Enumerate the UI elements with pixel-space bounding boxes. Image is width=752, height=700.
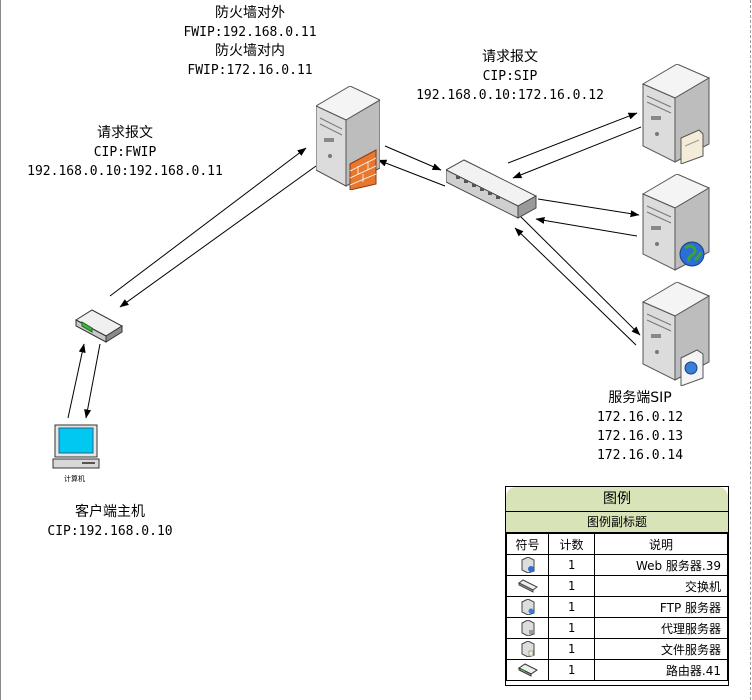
arrow-firewall-to-switch <box>384 145 442 171</box>
router-icon <box>75 309 123 343</box>
computer-icon <box>52 424 100 469</box>
legend-row: 1 交换机 <box>506 575 728 597</box>
firewall-inner-title: 防火墙对内 <box>215 43 285 59</box>
request-right-label: 请求报文 CIP:SIP 192.168.0.10:172.16.0.12 <box>405 48 615 105</box>
ftp-server-icon <box>521 599 534 615</box>
legend-row: 1 文件服务器 <box>506 638 728 660</box>
arrow-client-to-router <box>67 343 86 419</box>
arrow-switch-to-server1 <box>507 112 638 164</box>
legend-count: 1 <box>548 638 595 660</box>
legend-table: 符号 计数 说明 1 Web 服务器.39 1 交换机 1 FTP 服务器 1 … <box>506 533 728 681</box>
arrow-server1-to-switch <box>512 126 642 179</box>
firewall-inner-ip: FWIP:172.16.0.11 <box>187 63 313 78</box>
firewall-server-icon <box>314 85 382 191</box>
legend-desc: 代理服务器 <box>594 617 728 639</box>
legend-row: 1 代理服务器 <box>506 617 728 639</box>
client-computer[interactable] <box>52 424 102 474</box>
request-right-title: 请求报文 <box>482 49 538 65</box>
legend-header-desc: 说明 <box>594 533 728 555</box>
request-left-title: 请求报文 <box>97 125 153 141</box>
legend-header-count: 计数 <box>548 533 595 555</box>
firewall-server[interactable] <box>314 85 382 191</box>
request-left-label: 请求报文 CIP:FWIP 192.168.0.10:192.168.0.11 <box>20 124 230 181</box>
client-title: 客户端主机 <box>75 504 145 520</box>
legend-desc: FTP 服务器 <box>594 596 728 618</box>
router-icon <box>517 663 538 678</box>
arrow-server3-to-switch <box>514 227 637 346</box>
client-icon-caption: 计算机 <box>64 475 85 483</box>
ftp-server-icon <box>641 281 711 387</box>
legend-count: 1 <box>548 554 595 576</box>
router[interactable] <box>74 308 124 344</box>
legend-desc: 文件服务器 <box>594 638 728 660</box>
file-server-icon <box>641 63 711 165</box>
arrow-switch-to-server2 <box>537 198 640 218</box>
arrow-server2-to-switch <box>535 216 638 237</box>
request-left-line2: 192.168.0.10:192.168.0.11 <box>27 164 223 179</box>
legend-title: 图例 <box>506 487 728 512</box>
arrow-switch-to-server3 <box>519 215 641 336</box>
legend: 图例 图例副标题 符号 计数 说明 1 Web 服务器.39 1 交换机 1 F… <box>505 486 729 686</box>
request-right-line1: CIP:SIP <box>482 69 538 84</box>
legend-header-row: 符号 计数 说明 <box>506 533 728 555</box>
legend-count: 1 <box>548 575 595 597</box>
legend-header-symbol: 符号 <box>506 533 549 555</box>
servers-title: 服务端SIP <box>608 390 672 406</box>
client-label: 客户端主机 CIP:192.168.0.10 <box>30 503 190 541</box>
legend-row: 1 Web 服务器.39 <box>506 554 728 576</box>
proxy-server-icon <box>521 620 534 636</box>
canvas-right-border <box>750 0 752 700</box>
canvas-left-border <box>0 0 1 700</box>
legend-desc: 路由器.41 <box>594 659 728 681</box>
arrow-router-to-firewall <box>109 147 307 297</box>
server-ip-3: 172.16.0.14 <box>596 448 684 463</box>
arrow-switch-to-firewall <box>377 159 446 187</box>
servers-label: 服务端SIP 172.16.0.12 172.16.0.13 172.16.0.… <box>590 389 690 465</box>
legend-desc: 交换机 <box>594 575 728 597</box>
web-server-icon <box>641 173 711 271</box>
switch-icon <box>444 159 538 219</box>
server-ftp[interactable] <box>641 281 713 387</box>
legend-desc: Web 服务器.39 <box>594 554 728 576</box>
server-ip-2: 172.16.0.13 <box>596 429 684 444</box>
legend-count: 1 <box>548 596 595 618</box>
firewall-label: 防火墙对外 FWIP:192.168.0.11 防火墙对内 FWIP:172.1… <box>175 4 325 80</box>
server-web[interactable] <box>641 173 713 274</box>
switch[interactable] <box>444 158 538 220</box>
legend-count: 1 <box>548 617 595 639</box>
client-ip: CIP:192.168.0.10 <box>47 524 173 539</box>
legend-subtitle: 图例副标题 <box>506 512 728 533</box>
legend-row: 1 FTP 服务器 <box>506 596 728 618</box>
server-ip-1: 172.16.0.12 <box>596 410 684 425</box>
legend-row: 1 路由器.41 <box>506 659 728 681</box>
firewall-outer-title: 防火墙对外 <box>215 5 285 21</box>
firewall-outer-ip: FWIP:192.168.0.11 <box>183 25 317 40</box>
web-server-icon <box>521 557 534 573</box>
switch-icon <box>517 579 538 594</box>
arrow-router-to-client <box>84 343 101 419</box>
request-left-line1: CIP:FWIP <box>93 145 157 160</box>
server-file[interactable] <box>641 63 713 165</box>
arrow-firewall-to-router <box>119 165 317 308</box>
file-server-icon <box>521 641 534 657</box>
request-right-line2: 192.168.0.10:172.16.0.12 <box>416 88 604 103</box>
legend-count: 1 <box>548 659 595 681</box>
